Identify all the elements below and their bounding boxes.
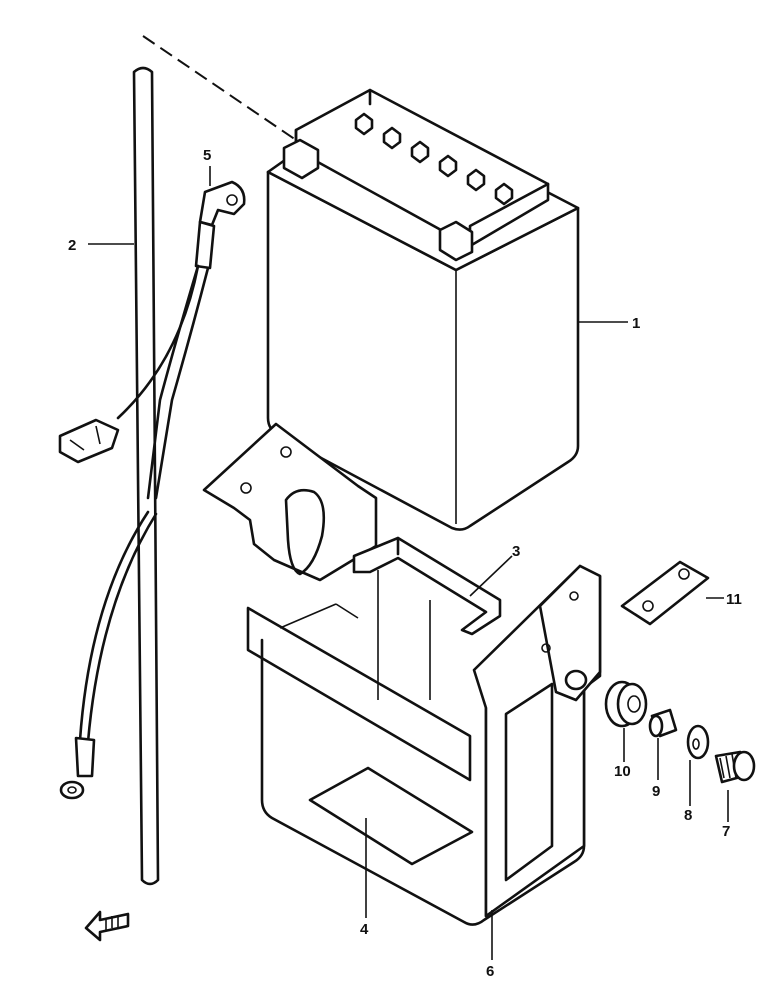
grommet bbox=[604, 680, 648, 728]
callout-11: 11 bbox=[726, 591, 742, 608]
callout-8: 8 bbox=[684, 807, 692, 824]
reference-line bbox=[142, 35, 297, 141]
cell-caps bbox=[354, 112, 514, 206]
callout-9: 9 bbox=[652, 783, 660, 800]
front-direction-arrow-icon bbox=[84, 910, 130, 942]
callout-2: 2 bbox=[68, 237, 76, 254]
collar bbox=[648, 708, 678, 738]
battery-case bbox=[202, 422, 602, 926]
cushion bbox=[352, 536, 502, 636]
battery-cable bbox=[58, 180, 246, 800]
callout-1: 1 bbox=[632, 315, 640, 332]
battery bbox=[266, 88, 580, 531]
callout-10: 10 bbox=[614, 763, 631, 780]
callout-6: 6 bbox=[486, 963, 494, 980]
callout-7: 7 bbox=[722, 823, 730, 840]
callout-4: 4 bbox=[360, 921, 369, 938]
breather-hose bbox=[132, 66, 160, 886]
callout-3: 3 bbox=[512, 543, 520, 560]
terminal-left bbox=[282, 138, 320, 180]
washer bbox=[686, 724, 710, 760]
callout-5: 5 bbox=[203, 147, 211, 164]
leader-lines bbox=[88, 166, 729, 960]
bolt bbox=[714, 750, 756, 784]
plate bbox=[620, 560, 710, 626]
terminal-right bbox=[438, 220, 474, 262]
